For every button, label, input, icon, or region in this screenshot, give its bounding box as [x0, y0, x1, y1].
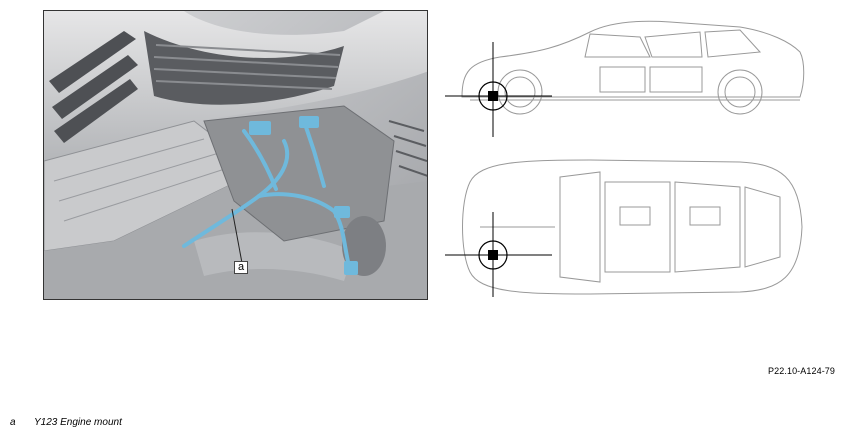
engine-render [44, 11, 427, 299]
engine-underside-illustration: a [43, 10, 428, 300]
figure-code: P22.10-A124-79 [768, 366, 835, 376]
vehicle-side-view [445, 20, 805, 137]
callout-a: a [234, 261, 248, 274]
legend-key: a [10, 417, 16, 428]
legend-text: Y123 Engine mount [34, 417, 122, 428]
legend: a Y123 Engine mount [10, 417, 122, 428]
vehicle-top-view [445, 159, 803, 297]
location-marker-icon [445, 42, 552, 137]
location-marker-icon [445, 212, 552, 297]
